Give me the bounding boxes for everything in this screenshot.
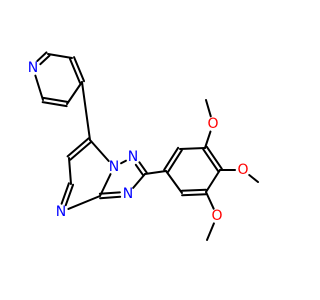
bonds bbox=[34, 51, 259, 241]
bond-py6-n_py bbox=[34, 74, 44, 101]
bond-c5-n_n4-a bbox=[60, 182, 70, 205]
bond-a3-o_top bbox=[204, 130, 212, 149]
bond-c3a-n_n3 bbox=[99, 173, 112, 197]
bond-a1-a2-b bbox=[163, 146, 180, 171]
bond-n_n2-c3a-b bbox=[99, 195, 122, 200]
bond-a5-a6-a bbox=[180, 188, 207, 192]
bond-o_bot-me_bot bbox=[206, 222, 215, 241]
bond-c6-c5 bbox=[68, 157, 72, 185]
bond-a6-a1 bbox=[165, 170, 183, 194]
bond-n_n4-c3a bbox=[67, 195, 101, 210]
bond-py3-py4-a bbox=[68, 57, 81, 84]
bond-py3-py4-b bbox=[73, 56, 86, 83]
background bbox=[0, 0, 300, 300]
bond-py4-py5 bbox=[66, 81, 83, 105]
bond-py4-c7 bbox=[81, 81, 91, 141]
bond-n_py-py2-a bbox=[39, 54, 51, 66]
bond-o_top-me_top bbox=[205, 99, 212, 118]
bond-py5-py6-a bbox=[42, 96, 69, 103]
bond-c2-n_n2 bbox=[132, 173, 146, 189]
atom-label-n_py: N bbox=[28, 60, 38, 76]
atom-label-n_n3: N bbox=[109, 159, 119, 175]
bond-n_n3-n_n1 bbox=[120, 159, 127, 165]
bond-a5-o_bot bbox=[205, 191, 215, 210]
bond-n_n2-c3a-a bbox=[98, 191, 121, 195]
bond-a2-a3 bbox=[179, 147, 206, 150]
atom-label-n_n2: N bbox=[123, 186, 133, 202]
bond-n_n1-c2-b bbox=[138, 161, 148, 174]
bond-n_py-py2-b bbox=[36, 51, 48, 62]
atom-label-n_n4: N bbox=[56, 204, 66, 220]
bond-n_n3-c7 bbox=[89, 139, 110, 163]
atom-label-n_n1: N bbox=[128, 149, 138, 165]
bond-a3-a4-a bbox=[202, 148, 220, 173]
bond-a4-a5 bbox=[205, 169, 221, 193]
bond-a3-a4-b bbox=[205, 145, 223, 170]
bond-c2-a1 bbox=[144, 170, 167, 175]
bond-py5-py6-b bbox=[41, 101, 68, 108]
atom-label-o_mid: O bbox=[237, 162, 248, 178]
atom-label-o_bot: O bbox=[211, 208, 222, 224]
atom-label-o_top: O bbox=[207, 116, 218, 132]
bond-c7-c6-b bbox=[69, 140, 93, 161]
bond-c5-n_n4-b bbox=[64, 183, 75, 207]
bond-c7-c6-a bbox=[66, 137, 90, 158]
bond-py2-py3 bbox=[47, 53, 73, 59]
bond-n_n1-c2-a bbox=[134, 163, 145, 177]
bond-a5-a6-b bbox=[181, 193, 208, 197]
bond-o_mid-me_mid bbox=[248, 173, 259, 183]
bond-a1-a2-a bbox=[166, 149, 183, 174]
